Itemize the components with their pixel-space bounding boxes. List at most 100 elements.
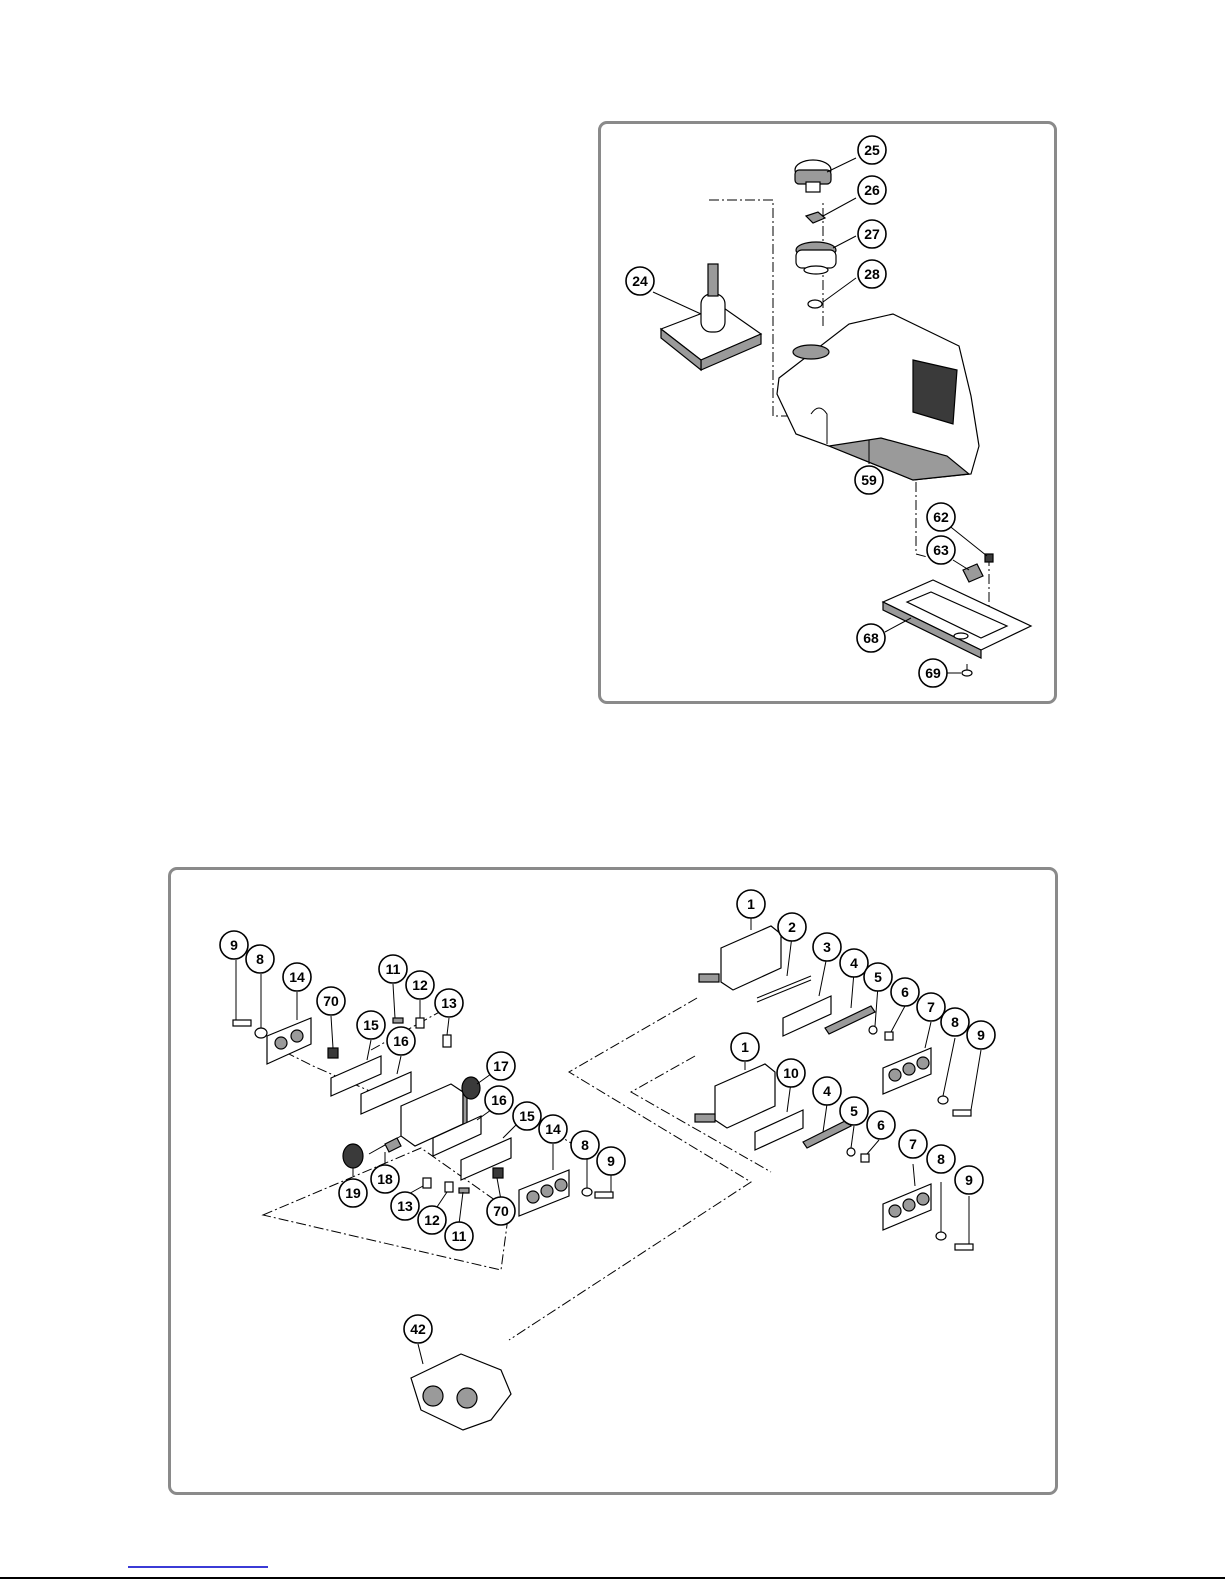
callout: 10	[777, 1059, 805, 1087]
plate-part	[883, 1184, 931, 1230]
svg-text:12: 12	[412, 977, 428, 993]
svg-text:16: 16	[393, 1033, 409, 1049]
footer-rule	[0, 1577, 1225, 1579]
clip-part	[445, 1182, 453, 1192]
bearing-part	[796, 242, 836, 274]
washer-part	[847, 1148, 855, 1156]
svg-text:24: 24	[632, 273, 648, 289]
assembly-line	[509, 998, 751, 1340]
callout: 12	[406, 971, 434, 999]
callout: 26	[858, 176, 886, 204]
svg-text:7: 7	[909, 1136, 917, 1152]
svg-text:11: 11	[452, 1228, 467, 1244]
callout: 70	[487, 1197, 515, 1225]
blade-part	[757, 976, 811, 1002]
screw-part	[393, 1018, 403, 1023]
callout: 13	[435, 989, 463, 1017]
svg-text:10: 10	[783, 1065, 799, 1081]
callout: 24	[626, 267, 654, 295]
callout: 13	[391, 1192, 419, 1220]
callout: 5	[864, 963, 892, 991]
washer-part	[936, 1232, 946, 1240]
callout: 14	[539, 1115, 567, 1143]
bearing-part	[462, 1077, 480, 1099]
svg-text:12: 12	[424, 1212, 440, 1228]
callout: 8	[941, 1008, 969, 1036]
svg-text:16: 16	[491, 1092, 507, 1108]
svg-text:62: 62	[933, 509, 949, 525]
body-housing-part	[777, 314, 979, 480]
callout: 68	[857, 624, 885, 652]
callout: 9	[967, 1021, 995, 1049]
svg-text:13: 13	[441, 995, 457, 1011]
housing-cover-part	[411, 1354, 511, 1430]
svg-text:13: 13	[397, 1198, 413, 1214]
callout: 11	[445, 1222, 473, 1250]
svg-text:3: 3	[823, 939, 831, 955]
bolt-part	[595, 1192, 613, 1198]
screw-part	[328, 1048, 338, 1058]
svg-text:70: 70	[323, 993, 339, 1009]
bolt-part	[953, 1110, 971, 1116]
screw-part	[493, 1168, 503, 1178]
callout: 1	[737, 890, 765, 918]
footer-link-underline[interactable]	[128, 1566, 268, 1568]
cutter-block-part	[695, 1064, 775, 1128]
callout: 12	[418, 1206, 446, 1234]
callout: 1	[731, 1033, 759, 1061]
callout: 8	[571, 1131, 599, 1159]
callout: 59	[855, 466, 883, 494]
svg-text:15: 15	[363, 1017, 379, 1033]
exploded-view-top-drawing: 25 26 27 28 24 59 62 63 68 69	[601, 124, 1057, 704]
plate-part	[519, 1170, 569, 1216]
callout: 14	[283, 963, 311, 991]
plate-part	[883, 1048, 931, 1094]
callout: 25	[858, 136, 886, 164]
callout: 70	[317, 987, 345, 1015]
svg-text:8: 8	[581, 1137, 589, 1153]
svg-text:19: 19	[345, 1185, 361, 1201]
knob-part	[795, 160, 831, 192]
svg-text:6: 6	[877, 1117, 885, 1133]
callout: 19	[339, 1179, 367, 1207]
base-plate-part	[883, 580, 1031, 658]
exploded-view-top-panel: 25 26 27 28 24 59 62 63 68 69	[598, 121, 1057, 704]
svg-text:68: 68	[863, 630, 879, 646]
svg-text:7: 7	[927, 999, 935, 1015]
callout: 6	[867, 1111, 895, 1139]
jack-stand-part	[661, 264, 761, 370]
svg-text:1: 1	[741, 1039, 749, 1055]
washer-part	[938, 1096, 948, 1104]
callout: 2	[778, 913, 806, 941]
clamp-part	[803, 1120, 851, 1148]
svg-text:27: 27	[864, 226, 880, 242]
clip-part	[963, 564, 983, 582]
callout: 17	[487, 1052, 515, 1080]
screw-part	[885, 1032, 893, 1040]
svg-text:8: 8	[256, 951, 264, 967]
callout: 28	[858, 260, 886, 288]
callout: 4	[840, 949, 868, 977]
washer-part	[869, 1026, 877, 1034]
svg-text:1: 1	[747, 896, 755, 912]
bearing-part	[343, 1144, 363, 1168]
screw-part	[459, 1188, 469, 1193]
svg-text:5: 5	[850, 1103, 858, 1119]
callout: 5	[840, 1097, 868, 1125]
callout: 8	[246, 945, 274, 973]
bolt-part	[962, 664, 972, 676]
clamp-part	[825, 1006, 875, 1034]
svg-text:9: 9	[607, 1153, 615, 1169]
blade-part	[755, 1110, 803, 1150]
callout: 7	[917, 993, 945, 1021]
screw-part	[861, 1154, 869, 1162]
svg-text:14: 14	[545, 1121, 561, 1137]
callout: 6	[891, 978, 919, 1006]
svg-text:25: 25	[864, 142, 880, 158]
callout: 4	[813, 1077, 841, 1105]
callout: 16	[387, 1027, 415, 1055]
callout: 63	[927, 536, 955, 564]
svg-text:5: 5	[874, 969, 882, 985]
blade-part	[783, 996, 831, 1036]
svg-text:42: 42	[410, 1321, 426, 1337]
